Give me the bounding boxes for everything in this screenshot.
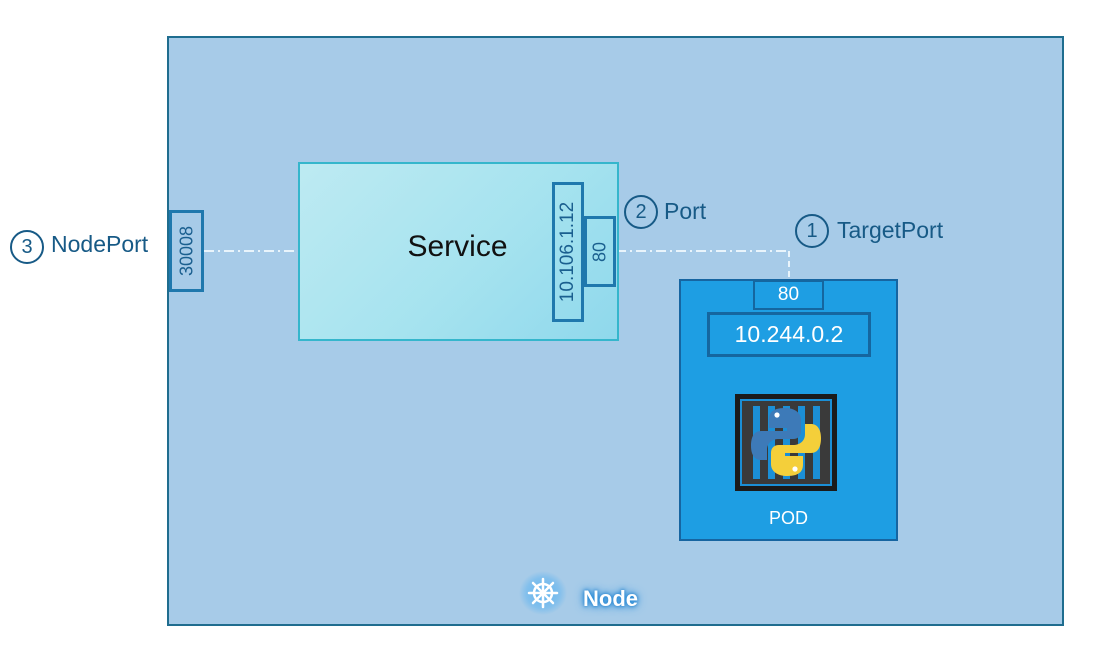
python-container-icon [735,394,837,491]
service-port-box: 80 [584,216,616,287]
callout-number-3: 3 [10,230,44,264]
service-label: Service [407,230,508,263]
service-box [298,162,619,341]
service-port: 80 [589,241,610,262]
callout-port-label: Port [664,198,707,224]
nodeport-box: 30008 [169,210,204,292]
callout-nodeport-label: NodePort [51,231,149,257]
service-cluster-ip: 10.106.1.12 [557,201,578,303]
callout-number-2: 2 [624,195,658,229]
callout-number-1: 1 [795,214,829,248]
pod-label: POD [768,508,808,528]
callout-targetport-label: TargetPort [837,217,944,243]
kubernetes-helm-icon [519,571,567,615]
pod-ip: 10.244.0.2 [707,312,871,357]
nodeport-value: 30008 [176,225,196,277]
pod-target-port: 80 [753,280,824,310]
node-label: Node [583,586,638,611]
service-cluster-ip-box: 10.106.1.12 [552,182,584,322]
